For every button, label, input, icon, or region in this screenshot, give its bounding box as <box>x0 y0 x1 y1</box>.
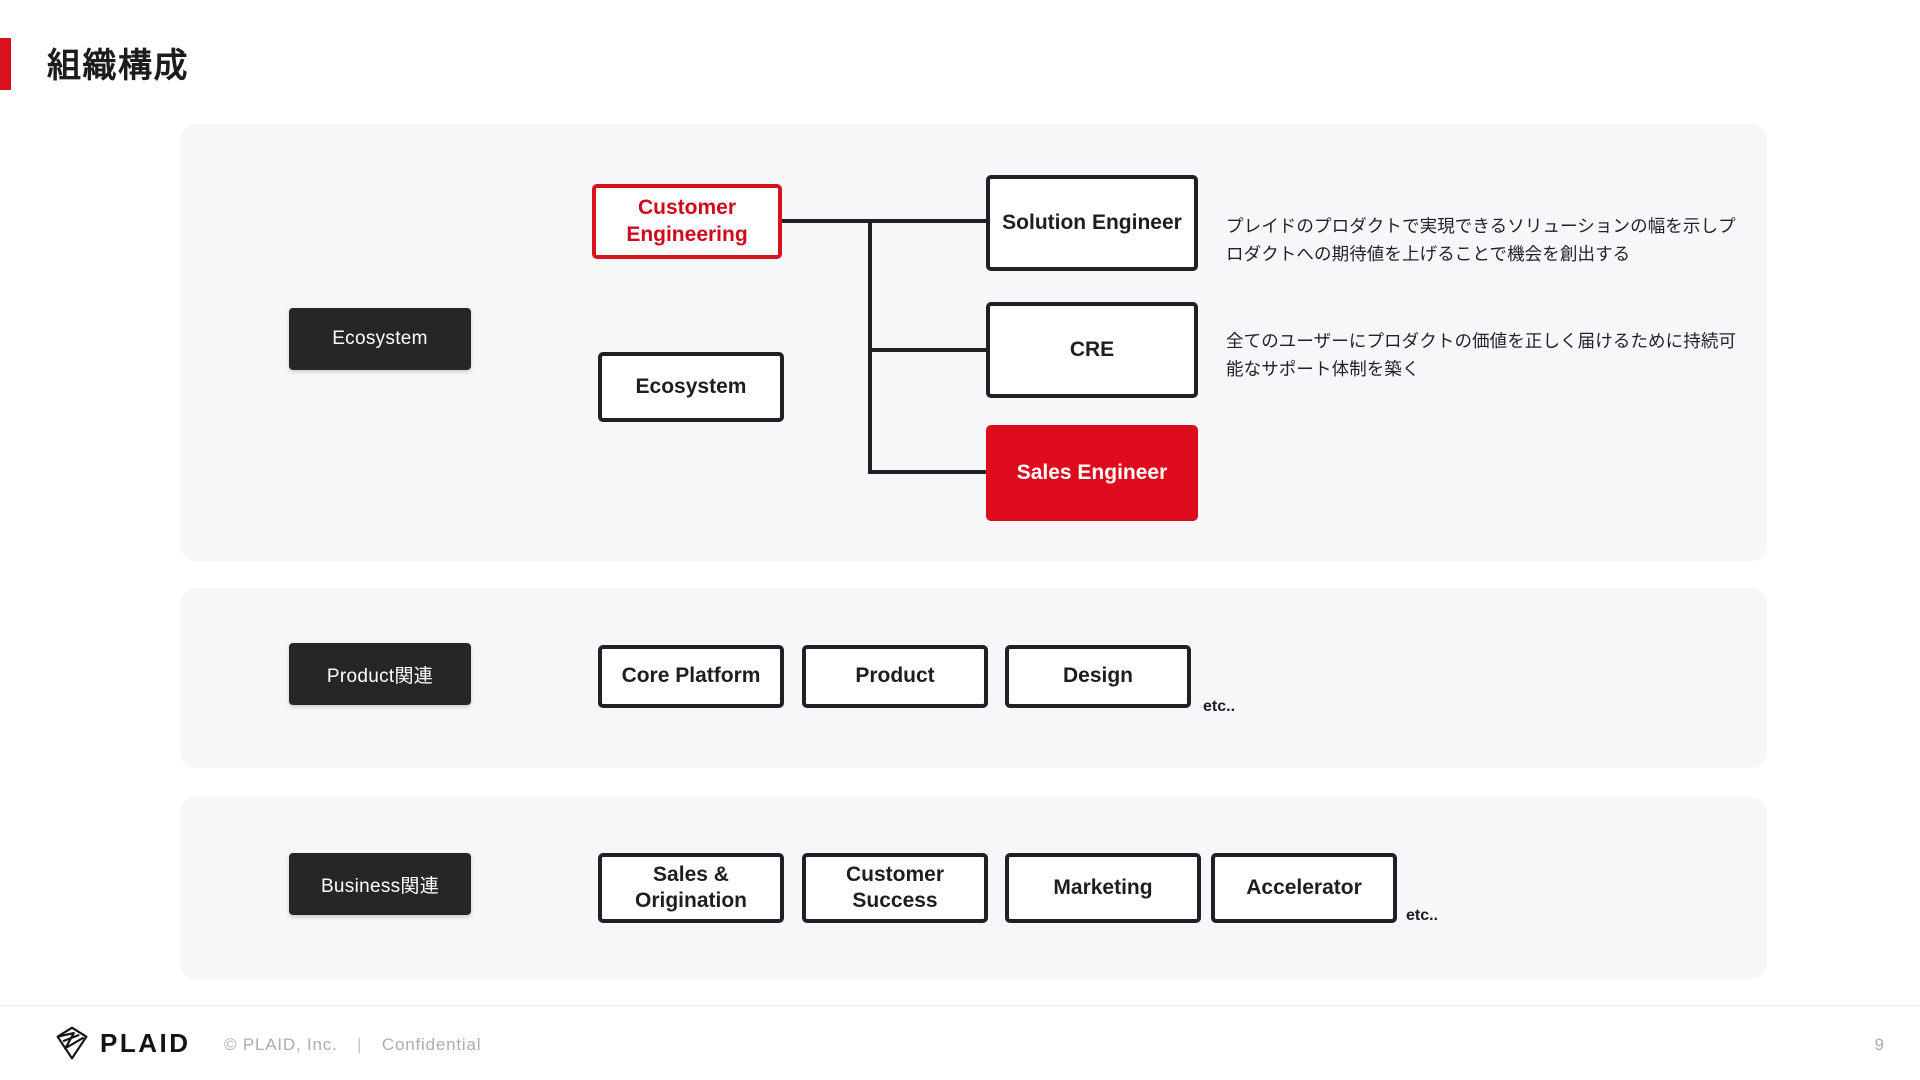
connector-branch-sales-engineer <box>868 470 988 474</box>
box-design[interactable]: Design <box>1005 645 1191 708</box>
footer-confidential: Confidential <box>381 1035 482 1054</box>
etc-label-business: etc.. <box>1406 907 1439 924</box>
box-marketing-label: Marketing <box>1053 875 1153 899</box>
page-number: 9 <box>1874 1035 1884 1054</box>
chip-product: Product関連 <box>289 643 471 705</box>
footer-separator: | <box>357 1035 363 1054</box>
box-cre[interactable]: CRE <box>986 302 1198 398</box>
box-sales-and-origination[interactable]: Sales & Origination <box>598 853 784 923</box>
plaid-wordmark: PLAID <box>100 1028 191 1058</box>
box-accelerator-label: Accelerator <box>1246 875 1362 899</box>
footer-divider <box>0 1005 1920 1006</box>
connector-parent-stub <box>782 219 872 223</box>
connector-branch-cre <box>868 348 988 352</box>
plaid-logo-icon <box>54 1025 90 1061</box>
box-marketing[interactable]: Marketing <box>1005 853 1201 923</box>
footer-copyright: © PLAID, Inc. <box>224 1035 338 1054</box>
description-cre: 全てのユーザーにプロダクトの価値を正しく届けるために持続可能なサポート体制を築く <box>1226 331 1737 380</box>
connector-branch-solution-engineer <box>868 219 988 223</box>
chip-ecosystem-label: Ecosystem <box>332 328 428 349</box>
description-solution-engineer: プレイドのプロダクトで実現できるソリューションの幅を示しプロダクトへの期待値を上… <box>1226 216 1736 265</box>
box-accelerator[interactable]: Accelerator <box>1211 853 1397 923</box>
connector-vertical-trunk <box>868 219 872 474</box>
page-title: 組織構成 <box>47 47 189 85</box>
box-ecosystem-label: Ecosystem <box>635 374 747 398</box>
box-sales-engineer[interactable]: Sales Engineer <box>986 425 1198 521</box>
chip-business-label: Business関連 <box>320 875 440 897</box>
box-core-platform-label: Core Platform <box>621 664 761 688</box>
box-core-platform[interactable]: Core Platform <box>598 645 784 708</box>
box-design-label: Design <box>1062 664 1133 688</box>
chip-ecosystem: Ecosystem <box>289 308 471 370</box>
footer-meta: © PLAID, Inc. | Confidential <box>224 1035 481 1055</box>
box-customer-success[interactable]: Customer Success <box>802 853 988 923</box>
chip-business: Business関連 <box>289 853 471 915</box>
box-sales-engineer-label: Sales Engineer <box>1016 460 1168 484</box>
box-solution-engineer-label: Solution Engineer <box>1002 210 1182 234</box>
box-customer-engineering-label: Customer Engineering <box>626 196 748 246</box>
box-customer-engineering[interactable]: Customer Engineering <box>592 184 782 259</box>
box-solution-engineer[interactable]: Solution Engineer <box>986 175 1198 271</box>
etc-label-product: etc.. <box>1203 698 1236 715</box>
box-sales-and-origination-label: Sales & Origination <box>635 862 747 912</box>
box-product[interactable]: Product <box>802 645 988 708</box>
chip-product-label: Product関連 <box>326 665 434 687</box>
box-cre-label: CRE <box>1069 337 1115 361</box>
title-accent-bar <box>0 38 11 90</box>
box-product-label: Product <box>855 664 935 688</box>
box-customer-success-label: Customer Success <box>845 862 945 912</box>
box-ecosystem[interactable]: Ecosystem <box>598 352 784 422</box>
